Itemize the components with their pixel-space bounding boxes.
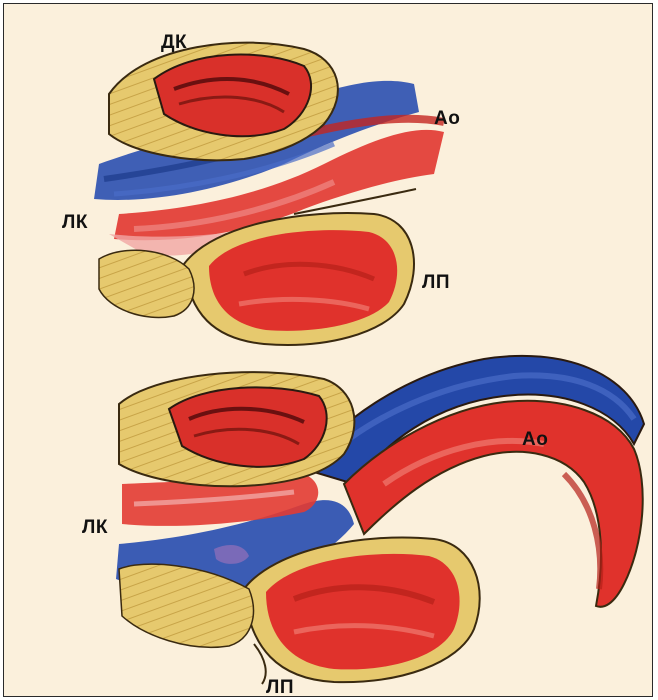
label-left-ventricle-bottom: ЛК [82,517,108,539]
figure-frame: ДК Ао ЛК ЛП Ао ЛК ЛП [3,3,653,697]
label-aorta-top: Ао [434,108,460,130]
label-left-ventricle-top: ЛК [62,212,88,234]
heart-illustration [4,4,653,697]
top-illustration [94,43,444,345]
top-left-ventricle-muscle [99,250,194,317]
bottom-illustration [116,356,644,684]
label-left-atrium-bottom: ЛП [266,677,294,697]
label-aorta-bottom: Ао [522,429,548,451]
label-right-ventricle-top: ДК [161,32,187,54]
label-left-atrium-top: ЛП [422,272,450,294]
